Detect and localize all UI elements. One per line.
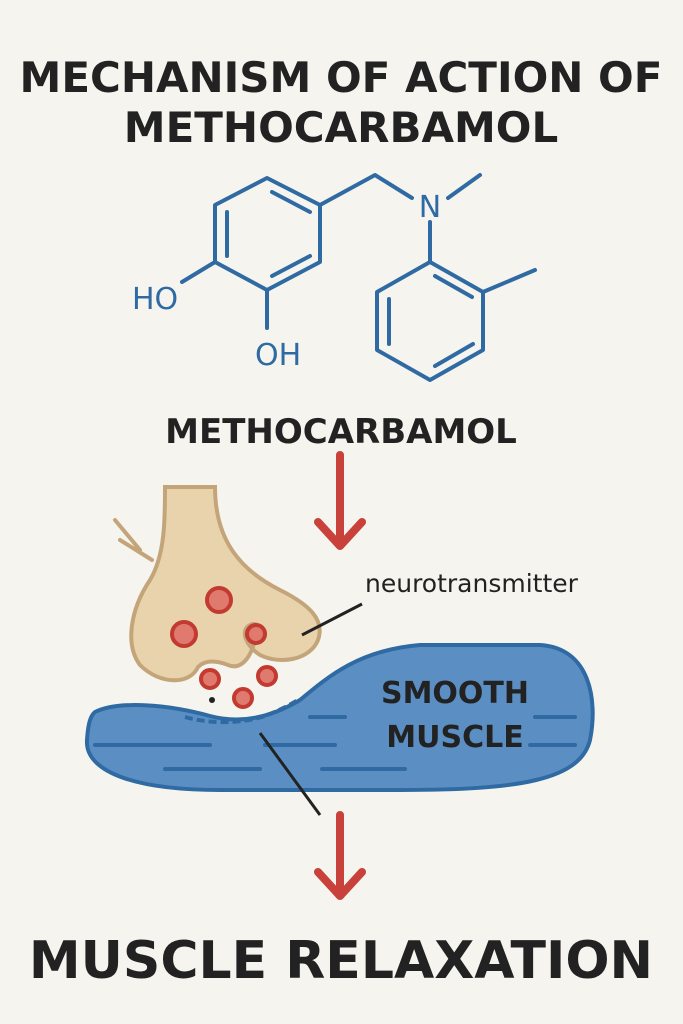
- receptor-leader-line: [258, 732, 322, 816]
- neurotransmitter-vesicles: [170, 586, 278, 709]
- outcome-label: MUSCLE RELAXATION: [29, 931, 653, 991]
- arrow-down-icon: [314, 451, 366, 550]
- benzene-ring-1: [213, 176, 322, 292]
- hydroxyl-atom-1: HO: [132, 282, 178, 317]
- nitrogen-atom: N: [419, 190, 441, 225]
- title-line2: METHOCARBAMOL: [124, 103, 558, 152]
- arrow-down-icon-2: [314, 811, 366, 900]
- muscle-label-line2: MUSCLE: [386, 720, 523, 755]
- neurotransmitter-leader-line: [301, 602, 363, 637]
- smooth-muscle-cell: SMOOTH MUSCLE: [84, 643, 595, 792]
- molecule-name: METHOCARBAMOL: [165, 412, 517, 452]
- title-line1: MECHANISM OF ACTION OF: [20, 53, 663, 102]
- benzene-ring-2: [375, 260, 485, 382]
- neurotransmitter-label: neurotransmitter: [365, 569, 579, 598]
- hydroxyl-atom-2: OH: [255, 338, 301, 373]
- presynaptic-neuron: [113, 485, 322, 709]
- muscle-label-line1: SMOOTH: [381, 676, 529, 711]
- methocarbamol-structure: N HO OH: [132, 173, 537, 382]
